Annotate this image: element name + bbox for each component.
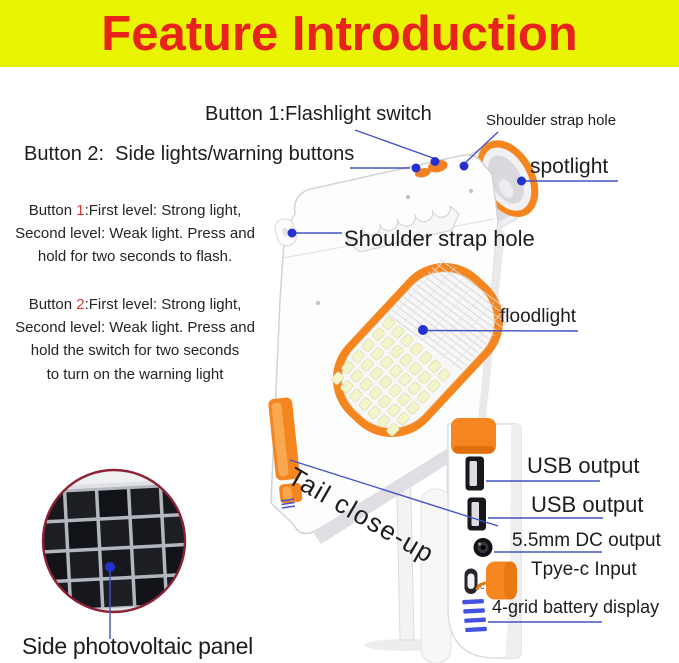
label-flashlight-switch: Button 1:Flashlight switch: [205, 103, 432, 125]
tail-warning-light: [268, 397, 303, 509]
battery-indicator: [462, 599, 487, 633]
led-grid: [331, 316, 451, 437]
button2-description: Button 2:First level: Strong light, Seco…: [0, 293, 270, 386]
desc1-number: 1: [76, 202, 85, 219]
page-title: Feature Introduction: [101, 6, 578, 61]
dc-jack: [473, 538, 493, 557]
line-tail: [289, 459, 499, 527]
usb-c-port: [464, 568, 478, 594]
desc1-lead: Button: [28, 202, 77, 219]
line-floodlight: [425, 329, 579, 332]
button1-description: Button 1:First level: Strong light, Seco…: [2, 200, 268, 268]
label-typec-input: Tpye-c Input: [531, 559, 637, 580]
desc1-body: :First level: Strong light, Second level…: [15, 202, 255, 265]
callout-dots: [105, 157, 526, 572]
handle-opening: [344, 205, 460, 253]
inset-circle-border: [41, 468, 187, 614]
label-battery-display: 4-grid battery display: [492, 597, 660, 617]
label-strap-hole-top: Shoulder strap hole: [486, 112, 617, 129]
usb-c-plug: [475, 561, 517, 600]
port-panel-closeup: c: [420, 418, 522, 663]
handle-clip: [451, 418, 496, 454]
callout-lines: [109, 129, 618, 639]
label-spotlight: spotlight: [530, 155, 609, 178]
label-usb-output-2: USB output: [531, 492, 644, 517]
desc2-number: 2: [76, 296, 85, 313]
line-strap-top: [465, 131, 499, 163]
typec-marking: c: [480, 581, 485, 591]
reflector-texture: [388, 258, 515, 371]
label-side-lights-buttons: Button 2: Side lights/warning buttons: [24, 143, 355, 165]
desc2-lead: Button: [28, 296, 77, 313]
desc2-body: :First level: Strong light, Second level…: [15, 296, 255, 383]
label-floodlight: floodlight: [500, 306, 577, 327]
usb-port-1: [465, 456, 484, 491]
screws: [315, 188, 474, 306]
solar-panel-inset: [41, 468, 187, 614]
tail-vent-lines: [280, 498, 296, 509]
body-bottom-face: [313, 430, 484, 544]
usb-port-2: [467, 497, 486, 531]
label-usb-output-1: USB output: [527, 453, 640, 478]
label-strap-hole-mid: Shoulder strap hole: [344, 226, 535, 251]
line-button1: [354, 129, 434, 159]
floodlight-panel: [331, 258, 515, 438]
title-banner: Feature Introduction: [0, 0, 679, 67]
label-dc-output: 5.5mm DC output: [512, 530, 661, 551]
label-solar-panel: Side photovoltaic panel: [22, 633, 253, 659]
